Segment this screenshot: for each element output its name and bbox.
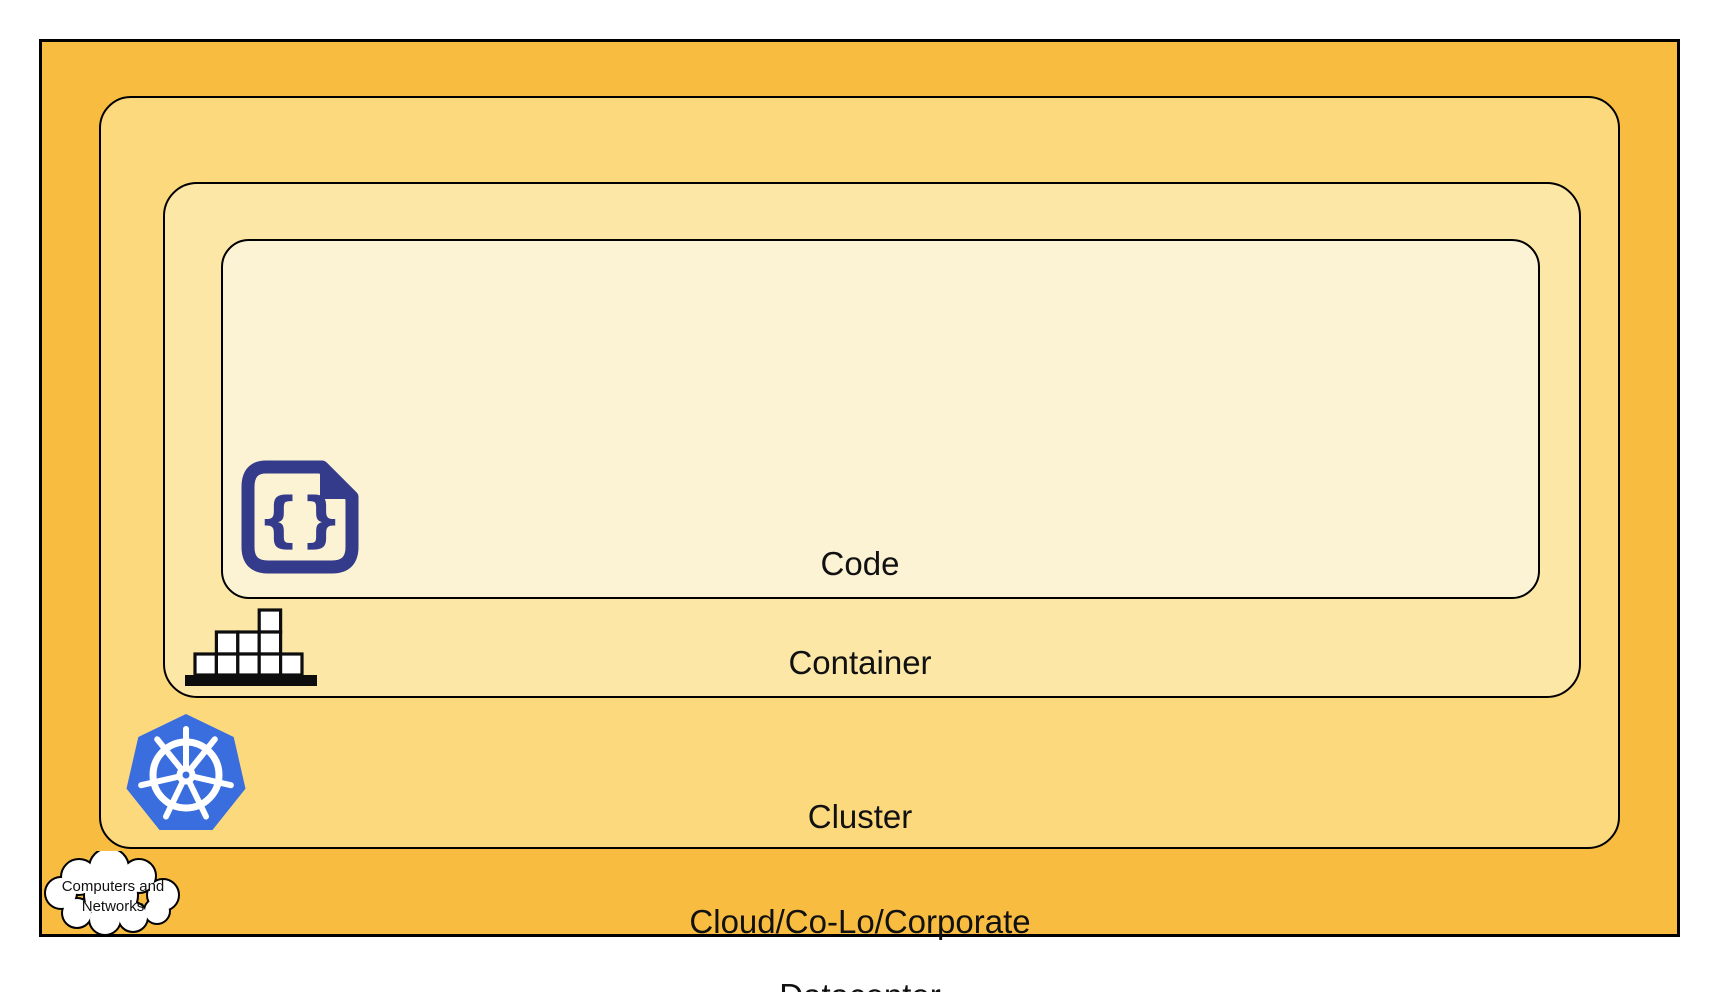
code-file-icon: {}	[241, 460, 359, 574]
layer-label-datacenter-line2: Datacenter	[460, 977, 1260, 992]
cloud-callout-line1: Computers and	[62, 878, 165, 895]
code-braces-glyph: {}	[257, 485, 342, 555]
layer-label-datacenter-line1: Cloud/Co-Lo/Corporate	[689, 903, 1031, 940]
layer-label-datacenter: Cloud/Co-Lo/Corporate Datacenter	[460, 866, 1260, 992]
layer-code-box	[221, 239, 1540, 599]
container-base-bar	[185, 675, 317, 686]
layer-label-cluster: Cluster	[807, 798, 913, 835]
layer-label-container: Container	[788, 644, 932, 681]
cloud-callout-line2: Networks	[82, 898, 145, 915]
kubernetes-wheel-rim	[149, 738, 223, 812]
kubernetes-wheel-icon	[126, 714, 246, 830]
network-cloud-icon: Computers and Networks	[44, 851, 180, 936]
container-blocks-icon	[185, 608, 317, 686]
layer-label-code: Code	[820, 545, 900, 582]
